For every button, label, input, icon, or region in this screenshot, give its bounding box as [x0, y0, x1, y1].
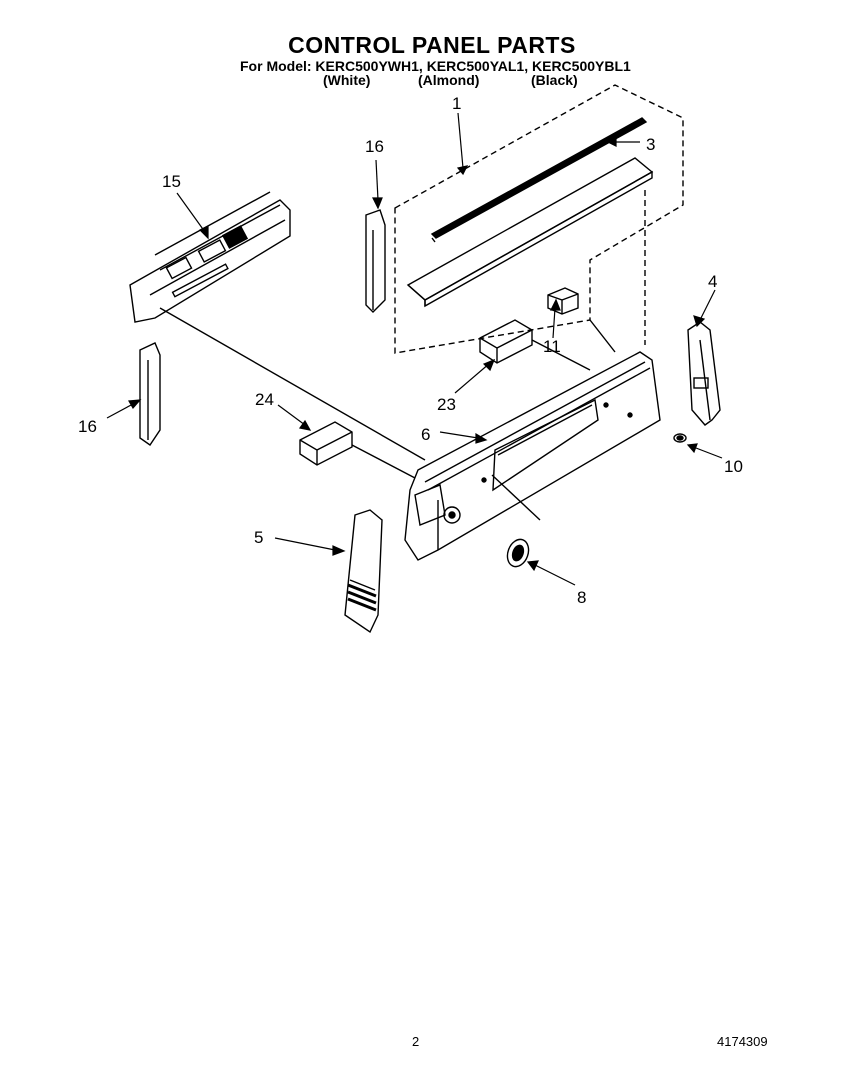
part-switch-23	[479, 319, 591, 371]
variant-white: (White)	[323, 72, 371, 88]
guide-line-board	[159, 307, 426, 461]
part-clip	[673, 433, 687, 443]
callout-23: 23	[437, 395, 456, 414]
callout-11: 11	[543, 337, 561, 356]
callout-5: 5	[254, 528, 263, 547]
callout-24: 24	[255, 390, 274, 409]
part-end-bracket-right	[687, 321, 721, 426]
part-side-bracket-left	[139, 342, 161, 446]
part-trim-strip	[430, 117, 648, 239]
page-number: 2	[412, 1034, 420, 1049]
part-end-cap-left	[344, 509, 383, 634]
part-switch-small	[547, 287, 579, 315]
document-number: 4174309	[717, 1034, 768, 1049]
part-knob	[506, 538, 530, 568]
callout-6: 6	[421, 425, 430, 444]
callout-1: 1	[452, 94, 461, 113]
variant-almond: (Almond)	[418, 72, 480, 88]
callout-16-left: 16	[78, 417, 97, 436]
variant-black: (Black)	[531, 72, 578, 88]
part-control-board	[129, 191, 291, 323]
part-switch-24	[299, 421, 416, 479]
part-top-channel	[406, 157, 654, 308]
assembly-dashed-box	[394, 84, 684, 354]
part-control-panel-housing	[404, 351, 661, 561]
page-title: CONTROL PANEL PARTS	[288, 32, 576, 58]
callout-3: 3	[646, 135, 655, 154]
callout-4: 4	[708, 272, 717, 291]
callout-16-top: 16	[365, 137, 384, 156]
callout-8: 8	[577, 588, 586, 607]
part-side-bracket-top	[365, 209, 386, 313]
guide-line-switch	[589, 319, 616, 353]
model-line: For Model: KERC500YWH1, KERC500YAL1, KER…	[240, 58, 631, 74]
guide-line-knob	[491, 474, 541, 521]
callout-15: 15	[162, 172, 181, 191]
leader-lines	[106, 112, 723, 586]
callout-10: 10	[724, 457, 743, 476]
